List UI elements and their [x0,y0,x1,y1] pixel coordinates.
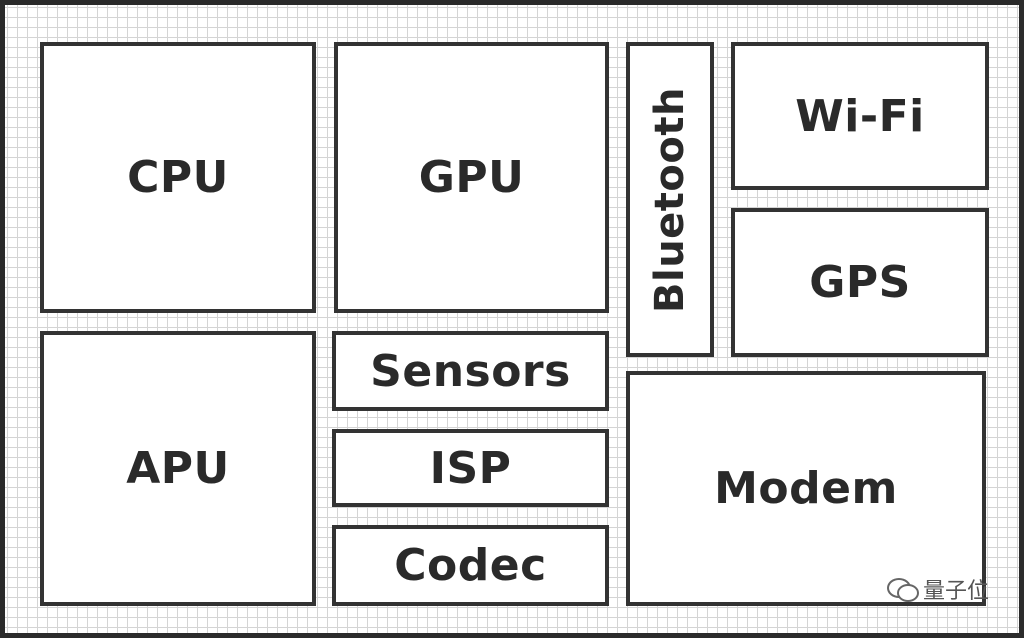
isp-label: ISP [429,442,512,494]
codec-block: Codec [332,525,609,606]
wifi-block: Wi-Fi [731,42,989,190]
codec-label: Codec [394,540,547,591]
apu-block: APU [40,331,316,606]
watermark: 量子位 [886,573,989,605]
bluetooth-label: Bluetooth [647,86,694,313]
modem-label: Modem [714,463,898,514]
gps-block: GPS [731,208,989,357]
gpu-block: GPU [334,42,609,313]
isp-block: ISP [332,429,609,507]
sensors-label: Sensors [370,345,571,397]
cpu-label: CPU [127,152,229,203]
gps-label: GPS [809,257,911,308]
sensors-block: Sensors [332,331,609,411]
watermark-text: 量子位 [922,579,989,604]
modem-block: Modem [626,371,986,606]
wechat-icon [886,578,919,602]
wifi-label: Wi-Fi [795,90,925,142]
bluetooth-block: Bluetooth [626,42,714,357]
apu-label: APU [126,443,230,494]
gpu-label: GPU [418,152,525,203]
cpu-block: CPU [40,42,316,313]
